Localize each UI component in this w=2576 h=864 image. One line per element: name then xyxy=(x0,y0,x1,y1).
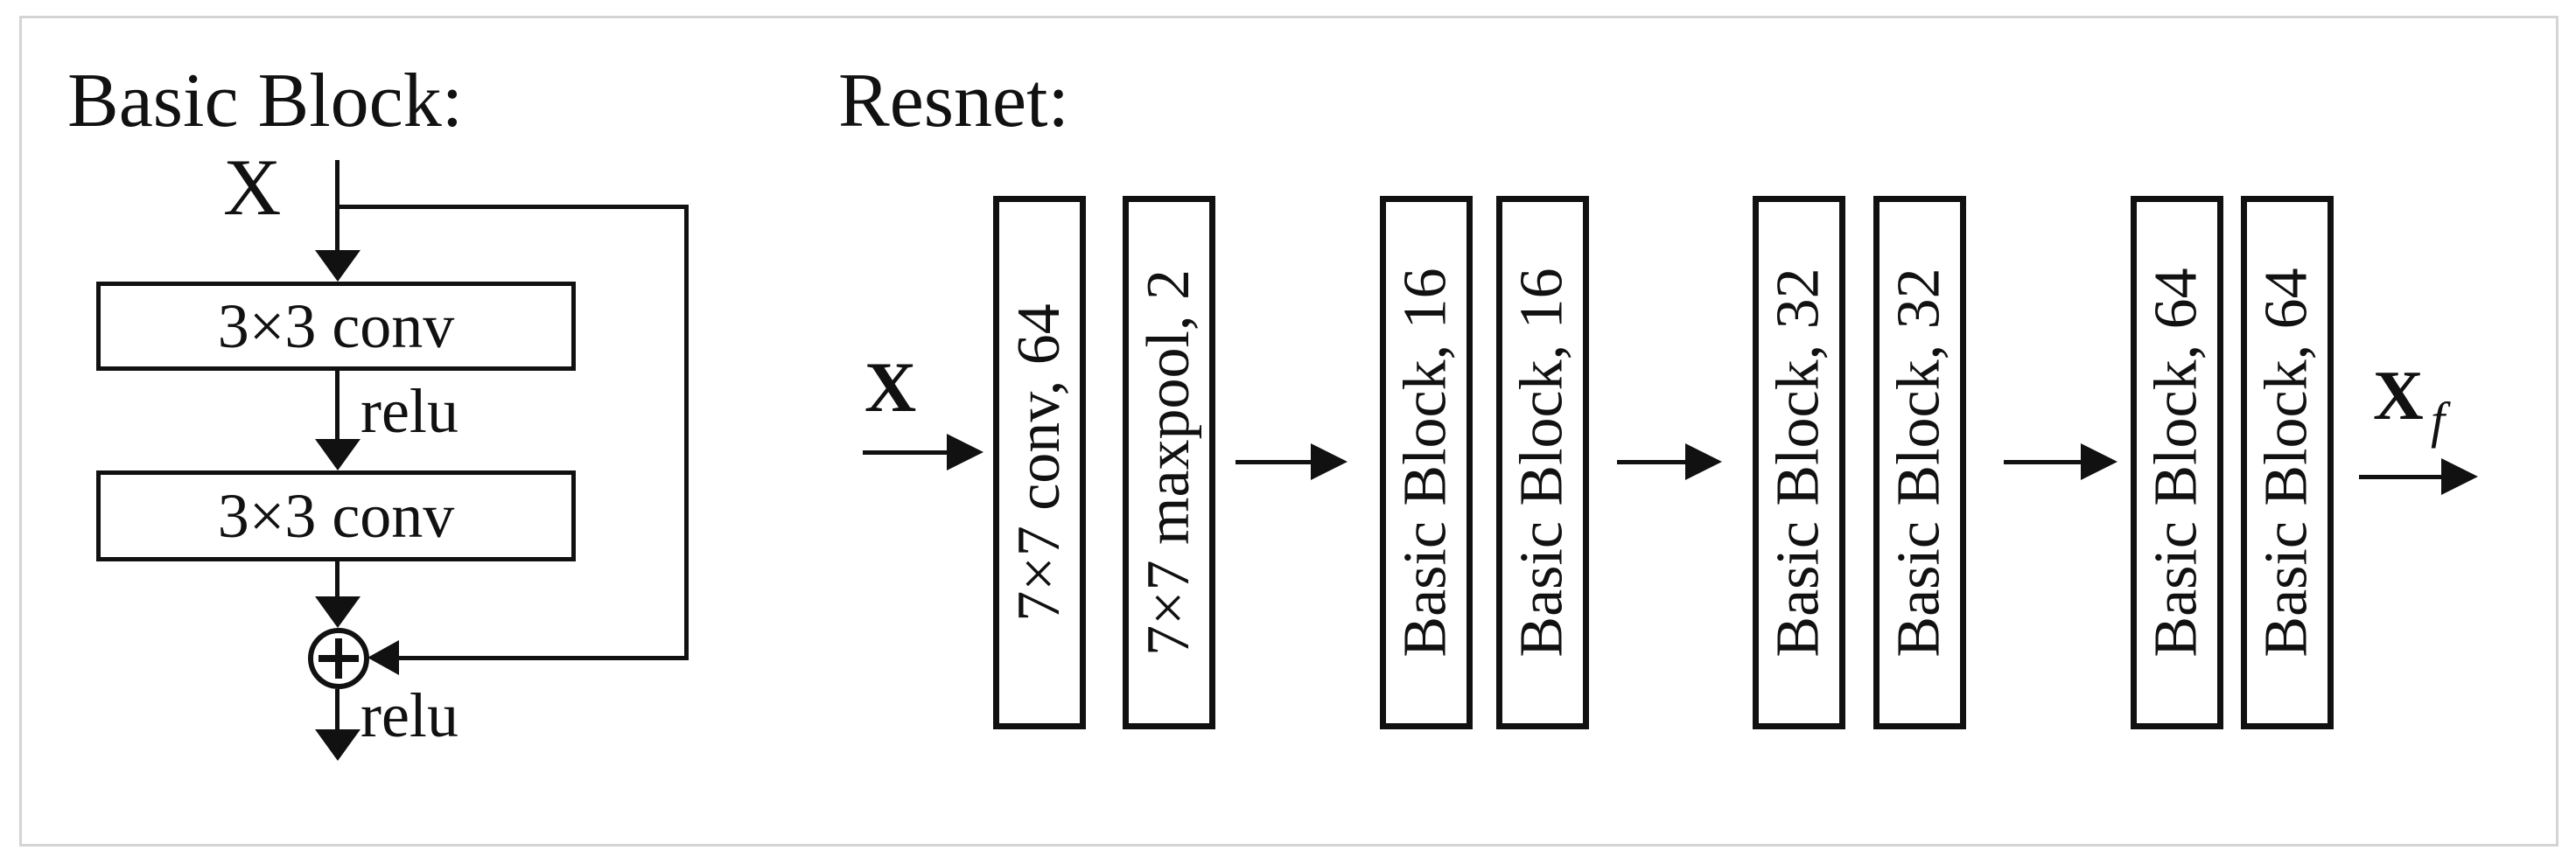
skip-line-right xyxy=(684,205,689,660)
resnet-output-label: X xyxy=(2373,358,2424,435)
arrow-down-icon xyxy=(315,439,360,470)
figure-frame xyxy=(19,16,2558,847)
resnet-block-maxpool: 7×7 maxpool, 2 xyxy=(1123,196,1215,729)
arrow-right-icon xyxy=(1685,443,1722,480)
conv1-label: 3×3 conv xyxy=(217,290,455,361)
resnet-input-label: X xyxy=(864,347,917,427)
skip-line-top xyxy=(335,205,689,209)
relu1-label: relu xyxy=(360,376,458,446)
resnet-title: Resnet: xyxy=(838,59,1069,143)
resnet-block-16: Basic Block, 16 xyxy=(1496,196,1589,729)
resnet-block-label: Basic Block, 64 xyxy=(2143,268,2211,658)
resnet-output-subscript: f xyxy=(2431,392,2446,449)
resnet-block-32: Basic Block, 32 xyxy=(1753,196,1845,729)
skip-line-bottom xyxy=(398,656,689,660)
stage-arrow-line xyxy=(1617,460,1685,464)
arrow-down-icon xyxy=(315,596,360,628)
connector-line xyxy=(335,561,340,598)
relu2-label: relu xyxy=(360,680,458,750)
resnet-block-label: Basic Block, 32 xyxy=(1886,268,1954,658)
arrow-right-icon xyxy=(1311,443,1348,480)
stage-arrow-line xyxy=(2004,460,2081,464)
resnet-block-label: Basic Block, 32 xyxy=(1765,268,1833,658)
output-arrow-line xyxy=(2359,475,2441,479)
conv2-box: 3×3 conv xyxy=(96,470,576,561)
resnet-block-32: Basic Block, 32 xyxy=(1873,196,1966,729)
arrow-right-icon xyxy=(2081,443,2118,480)
arrow-right-icon xyxy=(947,434,984,470)
resnet-block-64: Basic Block, 64 xyxy=(2241,196,2334,729)
conv2-label: 3×3 conv xyxy=(217,480,455,551)
resnet-block-label: Basic Block, 16 xyxy=(1392,268,1460,658)
resnet-block-64: Basic Block, 64 xyxy=(2131,196,2223,729)
resnet-block-conv: 7×7 conv, 64 xyxy=(993,196,1086,729)
output-line xyxy=(335,689,340,731)
resnet-block-label: Basic Block, 64 xyxy=(2253,268,2321,658)
basic-block-title: Basic Block: xyxy=(67,59,464,143)
plus-vertical-bar xyxy=(335,638,342,679)
resnet-block-16: Basic Block, 16 xyxy=(1380,196,1473,729)
resnet-block-label: 7×7 conv, 64 xyxy=(1005,303,1074,622)
add-icon xyxy=(308,628,369,689)
input-arrow-line xyxy=(863,450,947,455)
connector-line xyxy=(335,371,340,439)
arrow-right-icon xyxy=(2441,458,2478,495)
resnet-block-label: Basic Block, 16 xyxy=(1508,268,1577,658)
basic-block-input-label: X xyxy=(223,143,282,232)
stage-arrow-line xyxy=(1236,460,1311,464)
arrow-down-icon xyxy=(315,250,360,282)
resnet-block-label: 7×7 maxpool, 2 xyxy=(1135,269,1203,656)
arrow-down-icon xyxy=(315,729,360,761)
arrow-left-icon xyxy=(368,640,399,675)
conv1-box: 3×3 conv xyxy=(96,282,576,371)
